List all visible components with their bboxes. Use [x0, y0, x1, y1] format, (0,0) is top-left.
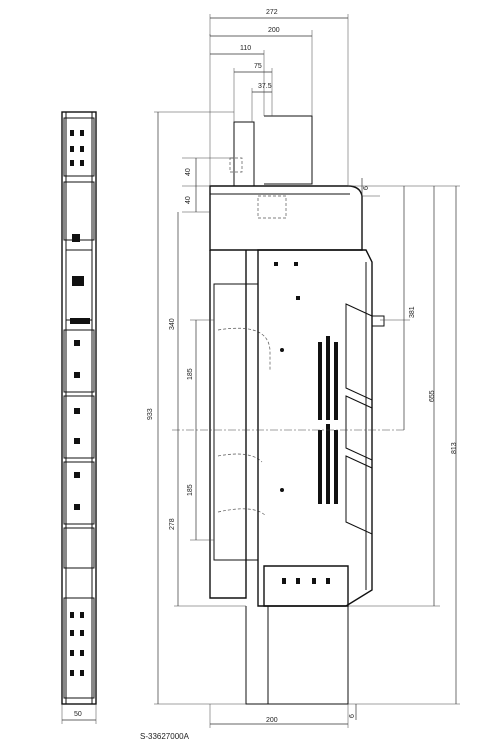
dim-340: 340 [169, 318, 176, 330]
dim-200-top: 200 [268, 27, 280, 34]
side-view-outline [61, 111, 97, 705]
dim-655: 655 [429, 390, 436, 402]
dim-side-50: 50 [74, 711, 82, 718]
dim-40-b: 40 [185, 196, 192, 204]
right-dimensions: 6 381 655 813 [348, 178, 460, 705]
dim-933: 933 [147, 408, 154, 420]
bottom-dimensions: 200 6 [209, 704, 357, 728]
top-dimensions: 272 200 110 75 37.5 [209, 9, 349, 186]
drawing-number: S-33627000A [140, 732, 189, 741]
dim-185-b: 185 [187, 484, 194, 496]
side-view: 50 [61, 111, 97, 724]
dim-110: 110 [240, 45, 251, 52]
front-view [172, 115, 404, 705]
dim-40-a: 40 [185, 168, 192, 176]
dim-6-top: 6 [363, 186, 370, 190]
dim-200-bottom: 200 [266, 717, 278, 724]
dim-813: 813 [451, 442, 458, 454]
cooling-fins [318, 303, 373, 535]
dim-37-5: 37.5 [258, 83, 272, 90]
dim-6-bottom: 6 [349, 714, 356, 718]
dim-75: 75 [254, 63, 262, 70]
dim-272: 272 [266, 9, 278, 16]
dim-278: 278 [169, 518, 176, 530]
dim-381: 381 [409, 306, 416, 318]
dim-185-a: 185 [187, 368, 194, 380]
left-dimensions: 933 40 40 340 185 185 278 [147, 111, 246, 705]
